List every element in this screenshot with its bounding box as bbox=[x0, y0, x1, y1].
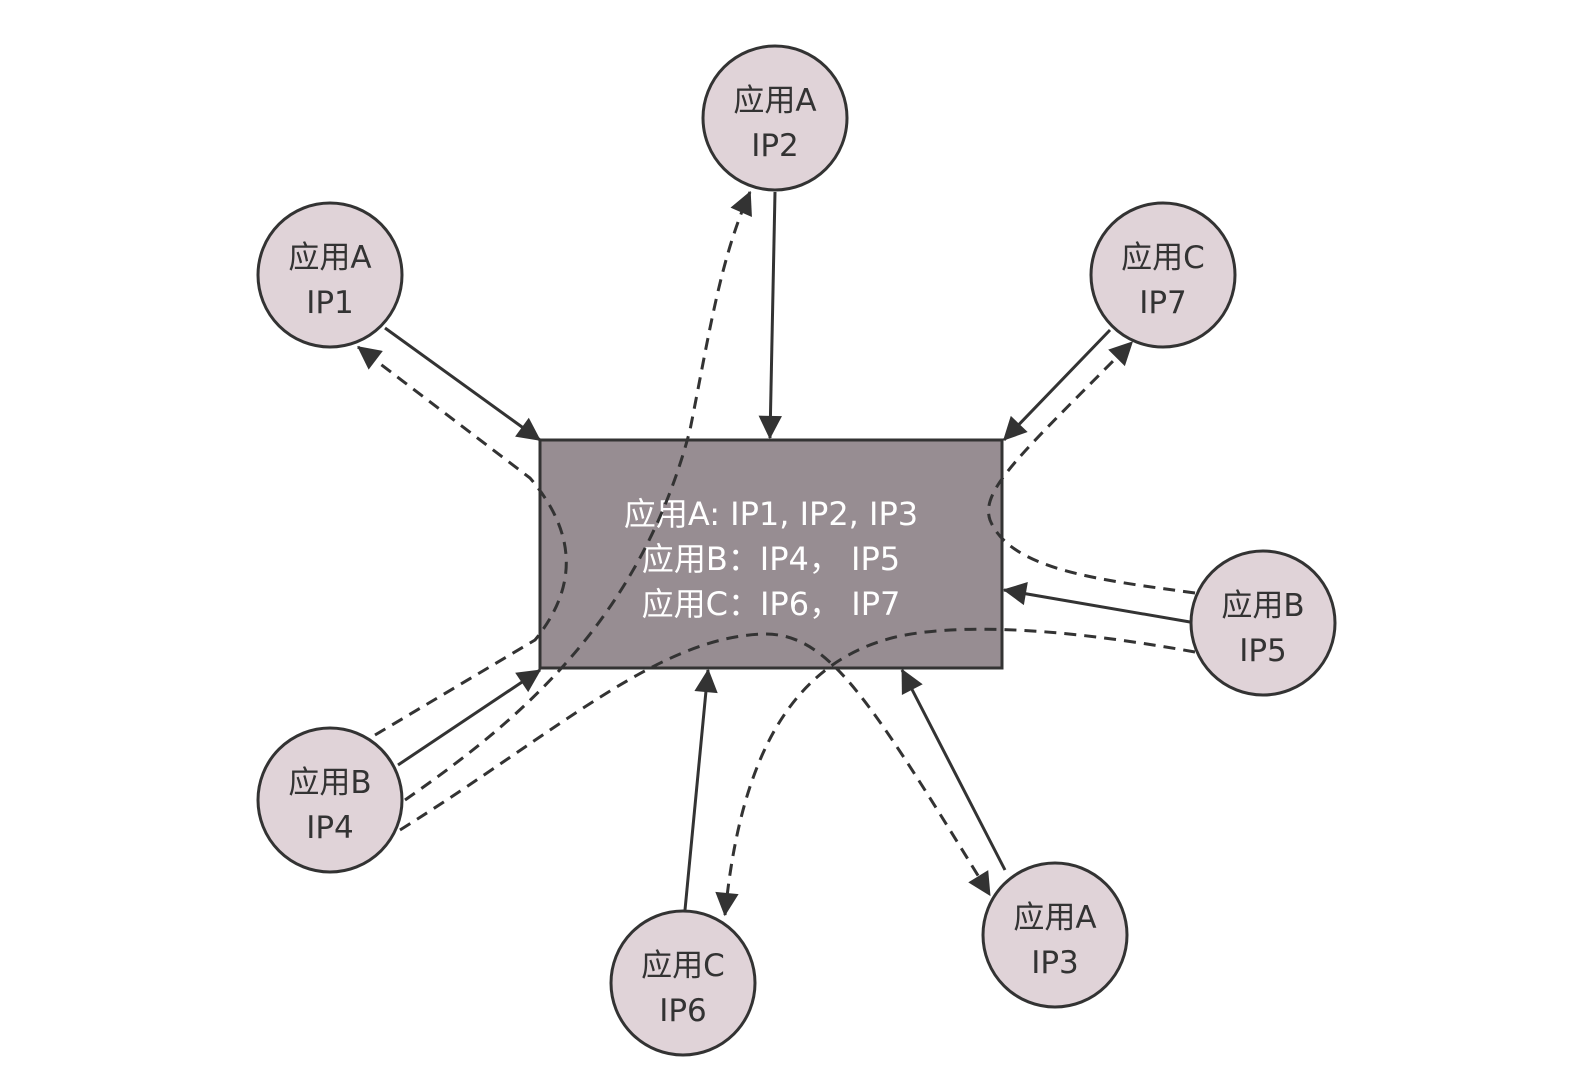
dashed-edge-ip4-to-ip3 bbox=[399, 632, 992, 897]
edge-ip1-to-registry bbox=[384, 326, 541, 442]
edge-ip2-to-registry bbox=[758, 191, 782, 440]
edge-ip5-to-registry bbox=[1002, 582, 1191, 624]
node-app-b-ip4: 应用B IP4 bbox=[256, 726, 404, 874]
edge-ip3-to-registry bbox=[900, 668, 1007, 871]
registry-line-b: 应用B：IP4， IP5 bbox=[642, 540, 900, 578]
dashed-edge-ip5-to-ip7 bbox=[987, 340, 1196, 595]
node-app-label: 应用B bbox=[1221, 588, 1304, 624]
node-app-a-ip3: 应用A IP3 bbox=[981, 861, 1129, 1009]
node-ip-label: IP5 bbox=[1239, 633, 1287, 669]
node-app-label: 应用C bbox=[1121, 240, 1205, 276]
node-app-label: 应用A bbox=[733, 83, 816, 119]
node-ip-label: IP2 bbox=[751, 128, 799, 164]
node-ip-label: IP7 bbox=[1139, 285, 1187, 321]
node-app-a-ip2: 应用A IP2 bbox=[701, 44, 849, 192]
node-app-label: 应用B bbox=[288, 765, 371, 801]
node-app-a-ip1: 应用A IP1 bbox=[256, 201, 404, 349]
edge-ip6-to-registry bbox=[683, 668, 718, 911]
node-ip-label: IP1 bbox=[306, 285, 354, 321]
dashed-edge-ip4-to-ip1 bbox=[357, 345, 568, 737]
dashed-edge-ip5-to-ip6 bbox=[715, 627, 1196, 917]
registry-line-c: 应用C：IP6， IP7 bbox=[642, 585, 901, 623]
node-app-c-ip7: 应用C IP7 bbox=[1089, 201, 1237, 349]
node-ip-label: IP3 bbox=[1031, 945, 1079, 981]
node-app-label: 应用A bbox=[288, 240, 371, 276]
registry-line-a: 应用A: IP1, IP2, IP3 bbox=[624, 495, 918, 533]
edge-ip4-to-registry bbox=[397, 668, 542, 767]
node-app-label: 应用C bbox=[641, 948, 725, 984]
node-app-c-ip6: 应用C IP6 bbox=[609, 909, 757, 1057]
node-ip-label: IP4 bbox=[306, 810, 354, 846]
registry-box: 应用A: IP1, IP2, IP3 应用B：IP4， IP5 应用C：IP6，… bbox=[538, 438, 1004, 670]
edge-ip7-to-registry bbox=[1002, 328, 1112, 442]
node-app-b-ip5: 应用B IP5 bbox=[1189, 549, 1337, 697]
node-app-label: 应用A bbox=[1013, 900, 1096, 936]
node-ip-label: IP6 bbox=[659, 993, 707, 1029]
